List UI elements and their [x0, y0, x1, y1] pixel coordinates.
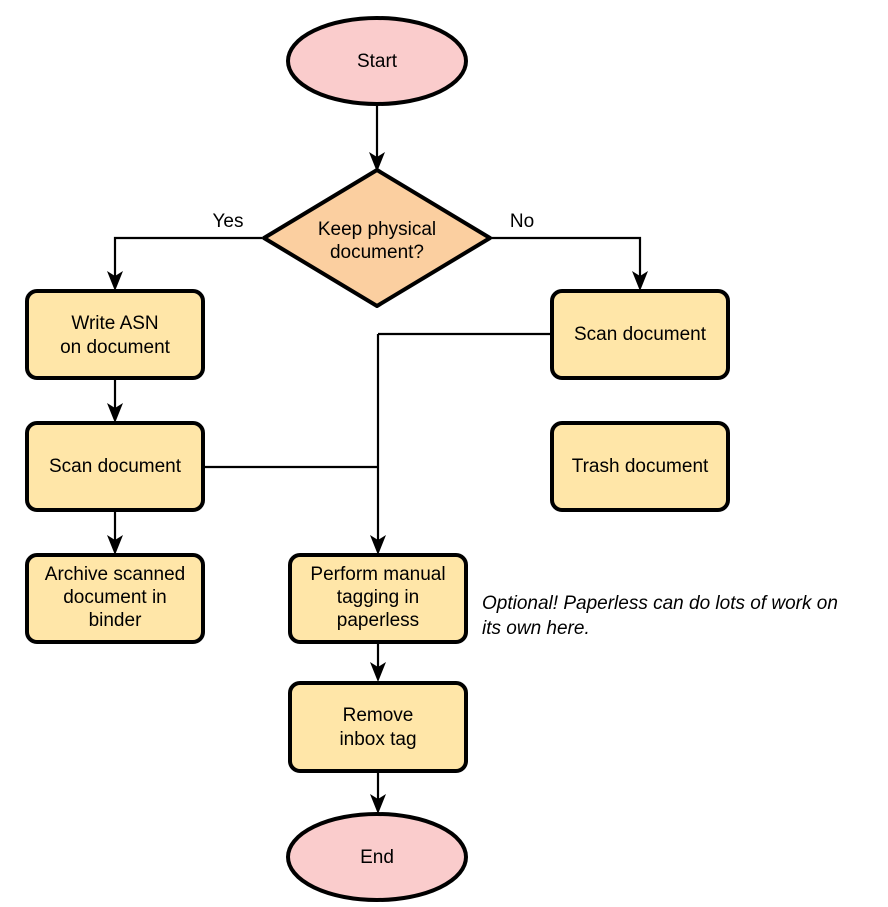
tagging-label-line3: paperless	[337, 610, 419, 631]
edge-label-yes: Yes	[213, 211, 244, 232]
decision-label-line1: Keep physical	[318, 219, 436, 240]
node-end[interactable]: End	[286, 812, 468, 902]
tagging-label-line2: tagging in	[337, 587, 419, 608]
edge-scanleft-to-archive	[107, 510, 123, 555]
archive-label-line2: document in	[63, 587, 167, 608]
write-asn-box-shape	[25, 289, 205, 380]
node-trash-document[interactable]: Trash document	[550, 421, 730, 512]
scan-document-right-box-shape	[550, 289, 730, 380]
tagging-box-shape	[288, 553, 468, 644]
archive-label-line1: Archive scanned	[45, 564, 185, 585]
edge-label-no: No	[510, 211, 534, 232]
node-write-asn[interactable]: Write ASN on document	[25, 289, 205, 380]
node-scan-document-right[interactable]: Scan document	[550, 289, 730, 380]
end-label: End	[360, 847, 394, 868]
decision-diamond-shape	[262, 168, 492, 308]
node-scan-document-left[interactable]: Scan document	[25, 421, 205, 512]
node-remove-inbox-tag[interactable]: Remove inbox tag	[288, 681, 468, 773]
decision-label-line2: document?	[330, 242, 424, 263]
archive-label-line3: binder	[89, 610, 142, 631]
start-label: Start	[357, 51, 398, 72]
scan-document-left-box-shape	[25, 421, 205, 512]
scan-document-right-label: Scan document	[574, 324, 707, 345]
annotation-line1: Optional! Paperless can do lots of work …	[482, 593, 838, 614]
node-start[interactable]: Start	[286, 16, 468, 106]
edge-start-to-decision	[369, 104, 385, 172]
archive-box-shape	[25, 553, 205, 644]
trash-document-box-shape	[550, 421, 730, 512]
annotation-optional-note: Optional! Paperless can do lots of work …	[482, 593, 838, 639]
edge-writeasn-to-scanleft	[107, 378, 123, 423]
annotation-line2: its own here.	[482, 618, 590, 639]
remove-inbox-label-line1: Remove	[343, 705, 414, 726]
write-asn-label-line2: on document	[60, 337, 171, 358]
start-ellipse-shape	[286, 16, 468, 106]
edge-trunk-to-tagging	[370, 334, 386, 555]
write-asn-label-line1: Write ASN	[71, 313, 158, 334]
node-decision-keep-physical-document[interactable]: Keep physical document?	[262, 168, 492, 308]
edge-decision-yes	[107, 236, 262, 291]
node-perform-manual-tagging[interactable]: Perform manual tagging in paperless	[288, 553, 468, 644]
edge-removeinbox-to-end	[370, 771, 386, 814]
scan-document-left-label: Scan document	[49, 456, 182, 477]
edge-decision-no	[490, 236, 648, 291]
remove-inbox-label-line2: inbox tag	[339, 729, 416, 750]
trash-document-label: Trash document	[572, 456, 709, 477]
remove-inbox-box-shape	[288, 681, 468, 773]
edge-tagging-to-removeinbox	[370, 643, 386, 682]
tagging-label-line1: Perform manual	[310, 564, 445, 585]
end-ellipse-shape	[286, 812, 468, 902]
node-archive-scanned-document[interactable]: Archive scanned document in binder	[25, 553, 205, 644]
